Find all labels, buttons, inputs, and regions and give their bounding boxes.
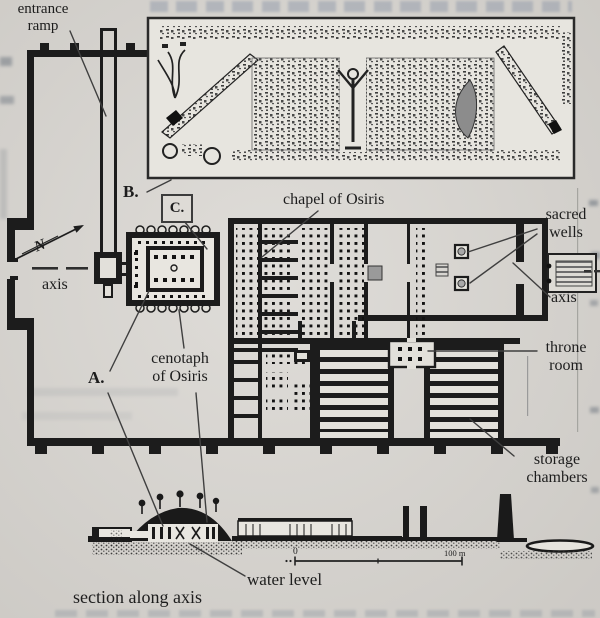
leader-b: [146, 179, 172, 193]
hieroglyph-band-bottom: [230, 150, 560, 162]
leader-water-level: [189, 543, 246, 577]
cenotaph-plan: [126, 225, 220, 313]
label-section-along-axis: section along axis: [73, 587, 202, 607]
inset-ancient-drawing: [146, 16, 576, 180]
section-trees: [138, 490, 220, 514]
bleed-smudge: [589, 200, 598, 206]
inset-text-block-left: [251, 57, 341, 151]
scale-bar: 0 100 m: [285, 547, 466, 566]
leader-cenotaph-plan: [178, 309, 185, 349]
label-cenotaph-of-osiris: cenotaph of Osiris: [151, 350, 209, 385]
temple-outer-walls: [228, 218, 548, 352]
leader-axis-right: [512, 262, 551, 298]
section-drawing: [88, 490, 595, 559]
inset-circle: [203, 147, 221, 165]
label-storage-chambers: storage chambers: [526, 451, 588, 486]
cenotaph-dot-ring: [135, 241, 205, 298]
throne-room-plan: [387, 338, 437, 369]
inset-circle: [162, 143, 178, 159]
north-arrow: N: [15, 225, 84, 260]
enclosure-walls: [7, 43, 560, 454]
bleed-smudge: [0, 57, 12, 66]
bleed-smudge: [590, 300, 598, 306]
storage-left: [314, 344, 394, 442]
leader-chapel: [261, 210, 319, 258]
section-gate: [403, 506, 409, 540]
leader-a-plan: [109, 290, 150, 372]
inset-side-column: [562, 32, 573, 104]
leader-well-lower: [469, 233, 538, 284]
label-c-marker: C.: [161, 194, 193, 223]
inset-god-figure: [337, 56, 369, 152]
bleed-smudge: [591, 487, 599, 493]
annex-rooms: [228, 344, 314, 442]
leader-entrance-ramp: [69, 30, 107, 117]
label-entrance-ramp: entrance ramp: [17, 1, 69, 34]
north-letter: N: [31, 236, 49, 256]
label-chapel-of-osiris: chapel of Osiris: [283, 191, 385, 208]
hieroglyph-band-top: [158, 26, 562, 39]
terrace-line: [577, 188, 579, 432]
label-sacred-wells: sacred wells: [545, 206, 587, 241]
scale-zero: 0: [293, 547, 298, 557]
bleed-smudge: [22, 412, 132, 420]
chapels-block: [234, 224, 298, 352]
bleed-smudge: [0, 96, 14, 104]
leader-a-section: [107, 392, 164, 527]
leader-cenotaph-section: [195, 392, 208, 523]
section-pylon: [497, 494, 514, 540]
inset-stair-block: [166, 110, 183, 126]
axis-left-dashes: [32, 267, 88, 270]
label-axis-left: axis: [42, 276, 68, 293]
label-b-marker: B.: [123, 182, 139, 201]
label-water-level: water level: [247, 570, 323, 589]
right-entrance: [546, 253, 600, 293]
southern-wing: [228, 338, 529, 442]
leader-c: [183, 220, 208, 250]
label-a-marker: A.: [88, 368, 105, 387]
label-throne-room: throne room: [545, 339, 587, 374]
leader-storage: [469, 418, 515, 457]
bleed-smudge: [0, 149, 7, 219]
leader-well-upper: [467, 228, 538, 253]
cenotaph-island-pillars: [154, 255, 194, 282]
entrance-ramp-plan: [94, 28, 130, 298]
inset-leaf: [455, 79, 477, 139]
section-temple-buildings: [237, 520, 353, 537]
leader-lines: [69, 30, 551, 577]
bleed-smudge: [590, 407, 599, 413]
bleed-smudge: [28, 388, 178, 396]
section-hall: [148, 524, 218, 542]
hypostyle-halls: [302, 224, 368, 350]
inset-lotus: [157, 42, 186, 99]
label-axis-right: axis: [551, 289, 577, 306]
temple-plan: [228, 218, 548, 352]
section-basin: [525, 539, 595, 553]
storage-right: [424, 344, 504, 442]
courts: [367, 224, 449, 350]
sacred-wells-plan: [453, 243, 470, 292]
scale-hundred: 100 m: [444, 548, 466, 558]
